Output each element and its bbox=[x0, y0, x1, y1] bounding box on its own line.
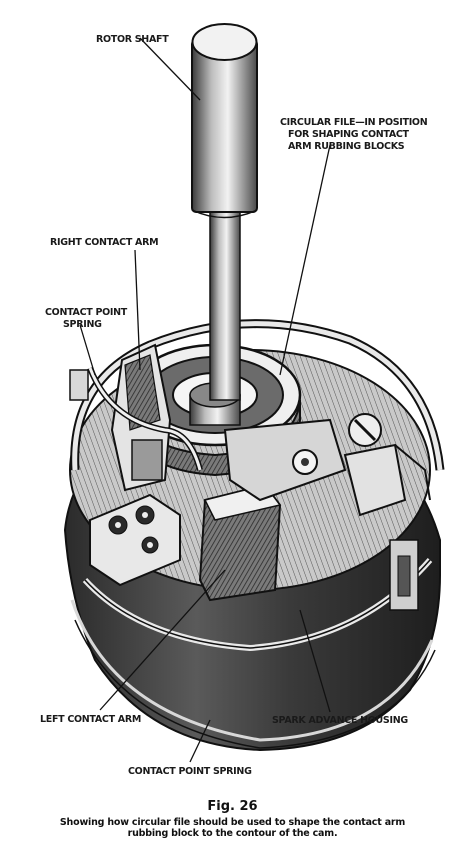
contact-point-spring-upper bbox=[87, 366, 203, 471]
right-contact-arm-assembly bbox=[110, 343, 172, 492]
rotor-shaft bbox=[191, 23, 258, 401]
rim-clip-left bbox=[69, 369, 89, 401]
left-contact-arm-label: LEFT CONTACT ARM bbox=[40, 714, 141, 725]
contact-point-spring-label-upper-line2: SPRING bbox=[63, 319, 102, 330]
figure-number: Fig. 26 bbox=[207, 799, 258, 814]
adjustment-screw-assembly bbox=[343, 413, 431, 517]
left-contact-arm-assembly bbox=[198, 418, 347, 602]
spark-advance-housing-label: SPARK ADVANCE HOUSING bbox=[272, 715, 408, 726]
right-contact-arm-label: RIGHT CONTACT ARM bbox=[50, 237, 159, 248]
terminal-block bbox=[89, 493, 181, 587]
figure-caption-line2: rubbing block to the contour of the cam. bbox=[127, 828, 338, 839]
circular-file-label-line1: CIRCULAR FILE—IN POSITION bbox=[280, 117, 428, 128]
housing-clip bbox=[389, 539, 419, 611]
circular-file-label-line3: ARM RUBBING BLOCKS bbox=[288, 141, 405, 152]
contact-point-spring-label-upper-line1: CONTACT POINT bbox=[45, 307, 127, 318]
contact-point-spring-label-lower: CONTACT POINT SPRING bbox=[128, 766, 252, 777]
figure-caption-line1: Showing how circular file should be used… bbox=[59, 817, 406, 828]
leader-lines bbox=[79, 37, 331, 763]
figure-caption: Showing how circular file should be used… bbox=[30, 817, 435, 839]
circular-file-label-line2: FOR SHAPING CONTACT bbox=[288, 129, 409, 140]
rotor-shaft-label: ROTOR SHAFT bbox=[96, 34, 169, 45]
